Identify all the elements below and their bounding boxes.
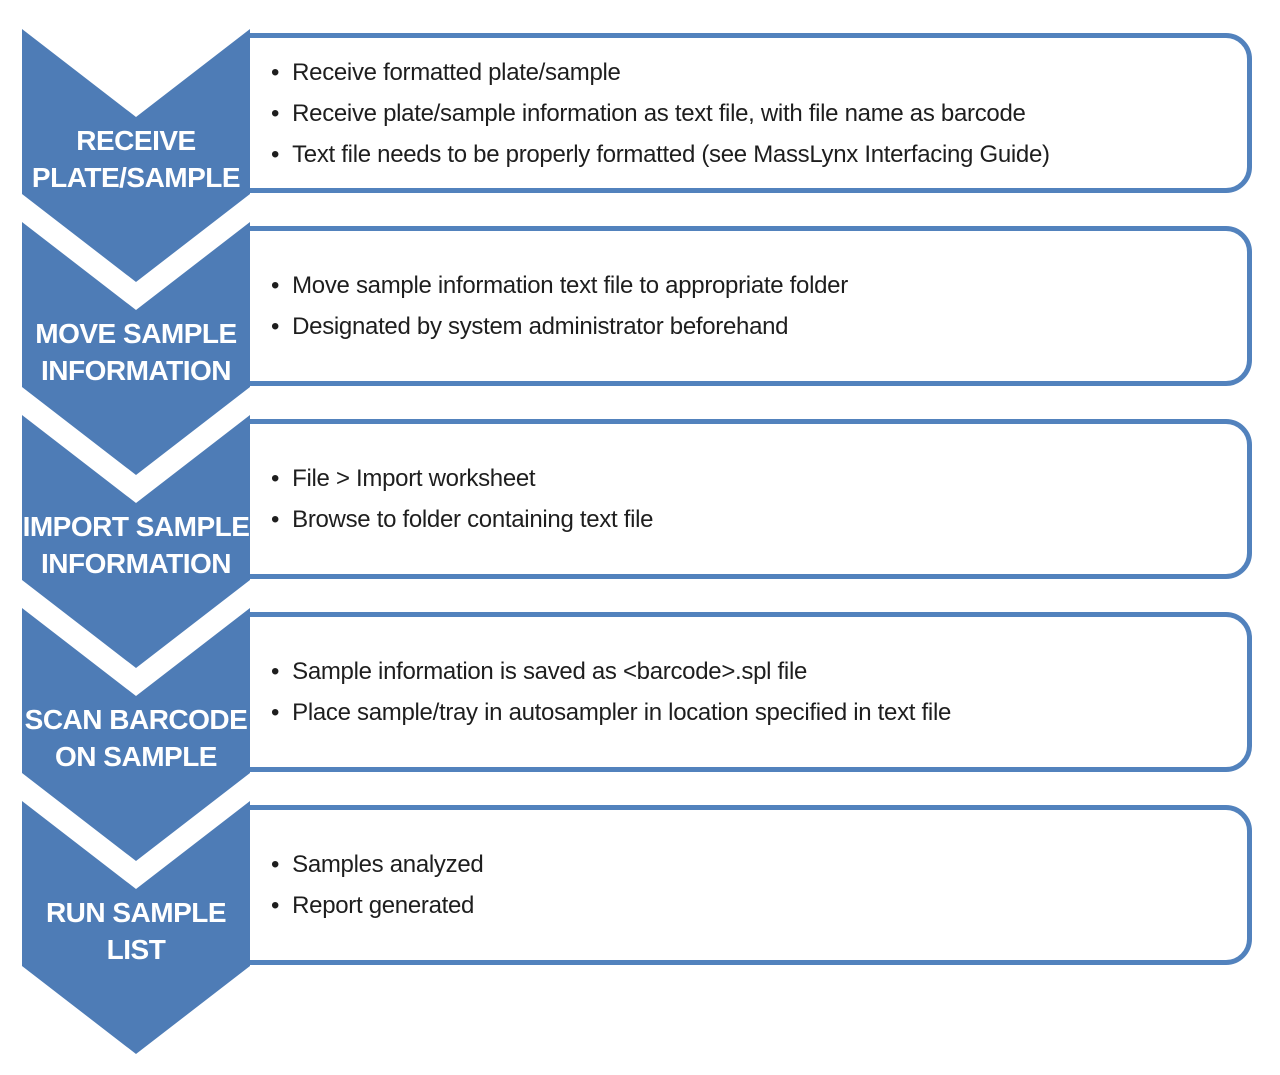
bullet-text: Samples analyzed	[292, 851, 484, 878]
step-label-line: ON SAMPLE	[55, 741, 217, 772]
step-receive-plate-sample: • Receive formatted plate/sample • Recei…	[0, 29, 1280, 282]
step-import-sample-information: • File > Import worksheet • Browse to fo…	[0, 415, 1280, 668]
bullet-text: Receive formatted plate/sample	[292, 58, 621, 86]
step-label-line: RECEIVE	[76, 125, 196, 156]
bullet-icon: •	[271, 140, 280, 168]
bullet-icon: •	[271, 58, 280, 86]
step-run-sample-list: • Samples analyzed • Report generated RU…	[0, 801, 1280, 1054]
step-label-line: RUN SAMPLE	[45, 897, 227, 928]
bullet-icon: •	[271, 699, 280, 726]
bullet-text: Move sample information text file to app…	[292, 272, 848, 299]
step-label-line: PLATE/SAMPLE	[31, 162, 241, 193]
bullet-icon: •	[271, 313, 280, 340]
bullet-icon: •	[271, 465, 280, 492]
list-item: • Sample information is saved as <barcod…	[271, 651, 1223, 692]
list-item: • Report generated	[271, 885, 1223, 926]
bullet-text: Text file needs to be properly formatted…	[292, 140, 1050, 168]
step-box: • Receive formatted plate/sample • Recei…	[240, 33, 1252, 193]
bullet-icon: •	[271, 272, 280, 299]
step-label-line: LIST	[106, 934, 166, 965]
step-label-line: INFORMATION	[41, 548, 231, 579]
step-label: RECEIVE PLATE/SAMPLE	[22, 122, 250, 196]
step-label-line: MOVE SAMPLE	[35, 318, 237, 349]
bullet-text: Report generated	[292, 892, 475, 919]
step-label: SCAN BARCODE ON SAMPLE	[22, 701, 250, 775]
step-label-line: IMPORT SAMPLE	[22, 511, 250, 542]
bullet-icon: •	[271, 658, 280, 685]
list-item: • Designated by system administrator bef…	[271, 306, 1223, 347]
step-label-line: INFORMATION	[41, 355, 231, 386]
list-item: • Browse to folder containing text file	[271, 499, 1223, 540]
list-item: • Text file needs to be properly formatt…	[271, 134, 1223, 175]
list-item: • Receive formatted plate/sample	[271, 52, 1223, 93]
bullet-text: File > Import worksheet	[292, 465, 536, 492]
step-box: • Samples analyzed • Report generated	[240, 805, 1252, 965]
step-box: • File > Import worksheet • Browse to fo…	[240, 419, 1252, 579]
list-item: • File > Import worksheet	[271, 458, 1223, 499]
step-scan-barcode-on-sample: • Sample information is saved as <barcod…	[0, 608, 1280, 861]
bullet-icon: •	[271, 892, 280, 919]
list-item: • Place sample/tray in autosampler in lo…	[271, 692, 1223, 733]
step-move-sample-information: • Move sample information text file to a…	[0, 222, 1280, 475]
bullet-text: Designated by system administrator befor…	[292, 313, 789, 340]
step-box: • Move sample information text file to a…	[240, 226, 1252, 386]
step-label: IMPORT SAMPLE INFORMATION	[22, 508, 250, 582]
bullet-icon: •	[271, 851, 280, 878]
bullet-text: Browse to folder containing text file	[292, 506, 654, 533]
bullet-icon: •	[271, 506, 280, 533]
list-item: • Move sample information text file to a…	[271, 265, 1223, 306]
bullet-icon: •	[271, 99, 280, 127]
step-box: • Sample information is saved as <barcod…	[240, 612, 1252, 772]
step-label: RUN SAMPLE LIST	[22, 894, 250, 968]
bullet-text: Sample information is saved as <barcode>…	[292, 658, 808, 685]
bullet-text: Place sample/tray in autosampler in loca…	[292, 699, 952, 726]
step-label: MOVE SAMPLE INFORMATION	[22, 315, 250, 389]
step-label-line: SCAN BARCODE	[24, 704, 248, 735]
list-item: • Receive plate/sample information as te…	[271, 93, 1223, 134]
bullet-text: Receive plate/sample information as text…	[292, 99, 1026, 127]
list-item: • Samples analyzed	[271, 844, 1223, 885]
